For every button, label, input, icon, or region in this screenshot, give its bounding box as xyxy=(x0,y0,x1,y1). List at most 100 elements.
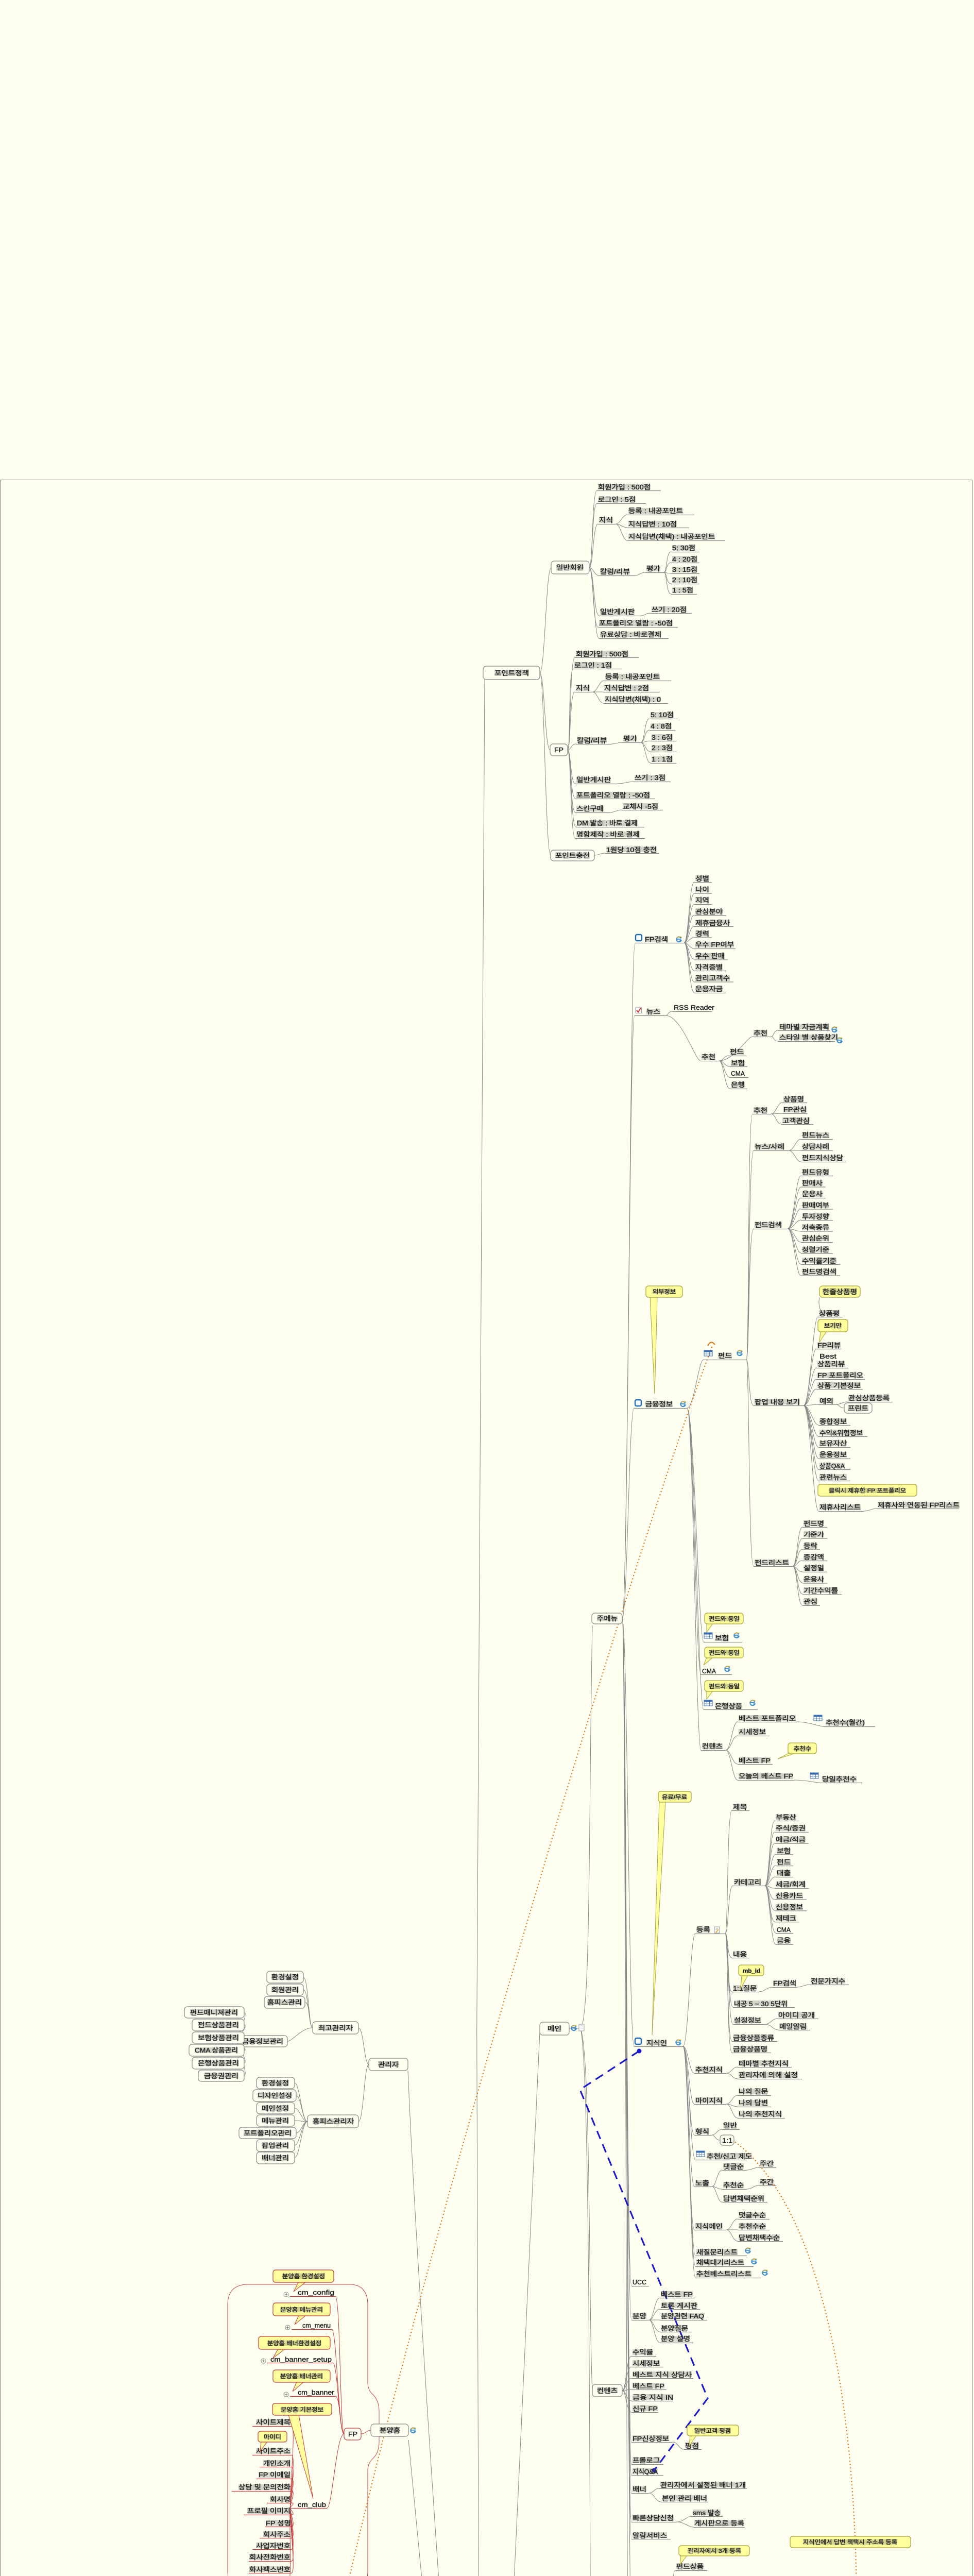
svg-text:평점: 평점 xyxy=(685,2442,699,2450)
svg-text:주메뉴: 주메뉴 xyxy=(597,1615,618,1622)
svg-text:판매여부: 판매여부 xyxy=(802,1201,829,1209)
svg-text:수익률기준: 수익률기준 xyxy=(802,1257,836,1265)
svg-text:CMA: CMA xyxy=(702,1667,716,1675)
svg-text:지식답변 : 2점: 지식답변 : 2점 xyxy=(604,684,649,692)
svg-text:외부정보: 외부정보 xyxy=(653,1289,676,1295)
svg-text:오늘의 베스트 FP: 오늘의 베스트 FP xyxy=(739,1772,793,1780)
svg-text:세금/회계: 세금/회계 xyxy=(776,1880,806,1888)
svg-text:답변채택수순: 답변채택수순 xyxy=(739,2234,780,2242)
svg-text:전문가지수: 전문가지수 xyxy=(811,1977,845,1985)
svg-text:팝업 내용 보기: 팝업 내용 보기 xyxy=(755,1398,800,1406)
svg-text:부동산: 부동산 xyxy=(776,1814,796,1821)
svg-text:일반게시판: 일반게시판 xyxy=(600,608,635,616)
svg-text:CMA: CMA xyxy=(731,1070,745,1077)
svg-text:대출: 대출 xyxy=(777,1869,791,1877)
svg-text:상품Q&A: 상품Q&A xyxy=(819,1462,845,1470)
svg-text:지식인: 지식인 xyxy=(646,2039,667,2047)
svg-text:주간: 주간 xyxy=(760,2178,774,2186)
svg-text:펀드: 펀드 xyxy=(777,1858,791,1866)
svg-text:게시판으로 등록: 게시판으로 등록 xyxy=(694,2519,744,2527)
svg-text:cm_banner_setup: cm_banner_setup xyxy=(270,2355,332,2363)
svg-text:관련뉴스: 관련뉴스 xyxy=(819,1473,847,1481)
svg-text:금융상품명: 금융상품명 xyxy=(733,2045,767,2053)
svg-text:프로필 이미지: 프로필 이미지 xyxy=(247,2507,291,2515)
svg-text:분양홈 배너환경설정: 분양홈 배너환경설정 xyxy=(267,2340,321,2347)
svg-text:팝업관리: 팝업관리 xyxy=(262,2142,289,2149)
svg-text:1:1질문: 1:1질문 xyxy=(733,1985,757,1992)
svg-text:클릭시 제휴한 FP 포트폴리오: 클릭시 제휴한 FP 포트폴리오 xyxy=(829,1487,906,1494)
svg-text:금융권관리: 금융권관리 xyxy=(204,2072,238,2080)
svg-text:FP검색: FP검색 xyxy=(773,1979,796,1987)
svg-text:나이: 나이 xyxy=(695,886,709,893)
svg-text:쓰기 : 20점: 쓰기 : 20점 xyxy=(652,606,687,614)
svg-text:CMA 상품관리: CMA 상품관리 xyxy=(195,2046,238,2054)
svg-text:명함제작 : 바로 결제: 명함제작 : 바로 결제 xyxy=(576,831,640,838)
svg-text:댓글순: 댓글순 xyxy=(723,2163,744,2171)
svg-text:설정일: 설정일 xyxy=(804,1564,824,1572)
svg-text:나의 추천지식: 나의 추천지식 xyxy=(739,2110,782,2118)
svg-text:상담사례: 상담사례 xyxy=(802,1143,829,1150)
svg-text:금융: 금융 xyxy=(777,1937,791,1944)
svg-text:보험: 보험 xyxy=(715,1634,729,1642)
svg-text:지식Q&A: 지식Q&A xyxy=(633,2468,658,2476)
svg-text:형식: 형식 xyxy=(695,2128,709,2136)
svg-text:사이트제목: 사이트제목 xyxy=(256,2418,291,2426)
svg-text:성별: 성별 xyxy=(695,875,709,883)
svg-text:예금/적금: 예금/적금 xyxy=(776,1836,806,1843)
svg-text:은행상품관리: 은행상품관리 xyxy=(198,2059,239,2067)
svg-text:운용사: 운용사 xyxy=(802,1190,823,1198)
svg-text:카테고리: 카테고리 xyxy=(734,1878,761,1886)
svg-text:추천순: 추천순 xyxy=(723,2181,744,2189)
svg-text:회사주소: 회사주소 xyxy=(263,2531,291,2538)
svg-text:펀드와 동일: 펀드와 동일 xyxy=(709,1683,740,1690)
svg-text:수익률: 수익률 xyxy=(633,2348,653,2356)
svg-text:투자성향: 투자성향 xyxy=(802,1213,829,1221)
svg-text:최고관리자: 최고관리자 xyxy=(318,2024,353,2032)
svg-text:회원관리: 회원관리 xyxy=(271,1986,299,1994)
svg-text:지식인에서 답변 책택시 주소록 등록: 지식인에서 답변 책택시 주소록 등록 xyxy=(803,2538,897,2546)
svg-text:1 : 1점: 1 : 1점 xyxy=(652,755,673,763)
svg-text:스타일 별 상품찾기: 스타일 별 상품찾기 xyxy=(779,1033,838,1041)
svg-text:5: 10점: 5: 10점 xyxy=(651,711,674,719)
svg-text:1:1: 1:1 xyxy=(722,2137,732,2144)
svg-text:Best: Best xyxy=(819,1352,836,1360)
svg-text:상담 및 문의전화: 상담 및 문의전화 xyxy=(238,2483,291,2491)
svg-text:관심: 관심 xyxy=(804,1598,817,1605)
svg-text:등록: 등록 xyxy=(696,1926,710,1934)
svg-text:등록 : 내공포인트: 등록 : 내공포인트 xyxy=(628,507,683,515)
svg-text:제휴사리스트: 제휴사리스트 xyxy=(819,1503,861,1511)
svg-text:환경설정: 환경설정 xyxy=(271,1973,299,1981)
svg-text:금융 지식 IN: 금융 지식 IN xyxy=(633,2394,673,2401)
svg-text:재테크: 재테크 xyxy=(776,1914,796,1922)
svg-text:운용사: 운용사 xyxy=(804,1575,824,1583)
svg-text:댓글수순: 댓글수순 xyxy=(739,2211,766,2219)
svg-text:홈피스관리: 홈피스관리 xyxy=(267,1998,302,2006)
svg-text:지식메인: 지식메인 xyxy=(695,2223,723,2230)
svg-text:FP검색: FP검색 xyxy=(645,936,668,943)
svg-text:추천수(월간): 추천수(월간) xyxy=(826,1719,865,1726)
svg-text:유료/무료: 유료/무료 xyxy=(662,1794,687,1801)
svg-text:메일알림: 메일알림 xyxy=(779,2023,807,2030)
svg-text:베스트 FP: 베스트 FP xyxy=(633,2382,664,2390)
svg-text:기간수익률: 기간수익률 xyxy=(804,1587,838,1595)
svg-text:은행: 은행 xyxy=(731,1081,745,1089)
svg-text:테마별 추천지식: 테마별 추천지식 xyxy=(739,2060,789,2067)
svg-text:설정정보: 설정정보 xyxy=(734,2016,761,2024)
svg-text:상품리뷰: 상품리뷰 xyxy=(817,1360,845,1368)
svg-text:사이트주소: 사이트주소 xyxy=(256,2447,291,2455)
svg-text:지식답변(채택) : 0: 지식답변(채택) : 0 xyxy=(605,696,661,703)
svg-text:지식: 지식 xyxy=(576,684,590,692)
svg-text:펀드: 펀드 xyxy=(718,1352,732,1360)
svg-text:프린트: 프린트 xyxy=(848,1404,868,1412)
svg-text:은행상품: 은행상품 xyxy=(715,1702,742,1710)
svg-text:종합정보: 종합정보 xyxy=(819,1418,847,1426)
svg-text:알람서비스: 알람서비스 xyxy=(633,2532,667,2539)
svg-text:배너: 배너 xyxy=(633,2485,646,2493)
svg-text:평가: 평가 xyxy=(646,565,660,572)
svg-text:FP신상정보: FP신상정보 xyxy=(633,2435,669,2443)
svg-text:판매사: 판매사 xyxy=(802,1179,823,1187)
svg-text:분양관련 FAQ: 분양관련 FAQ xyxy=(661,2312,704,2320)
svg-text:FP 성명: FP 성명 xyxy=(266,2519,291,2527)
svg-text:증감액: 증감액 xyxy=(804,1553,824,1561)
svg-text:회원가입 : 500점: 회원가입 : 500점 xyxy=(598,483,651,491)
